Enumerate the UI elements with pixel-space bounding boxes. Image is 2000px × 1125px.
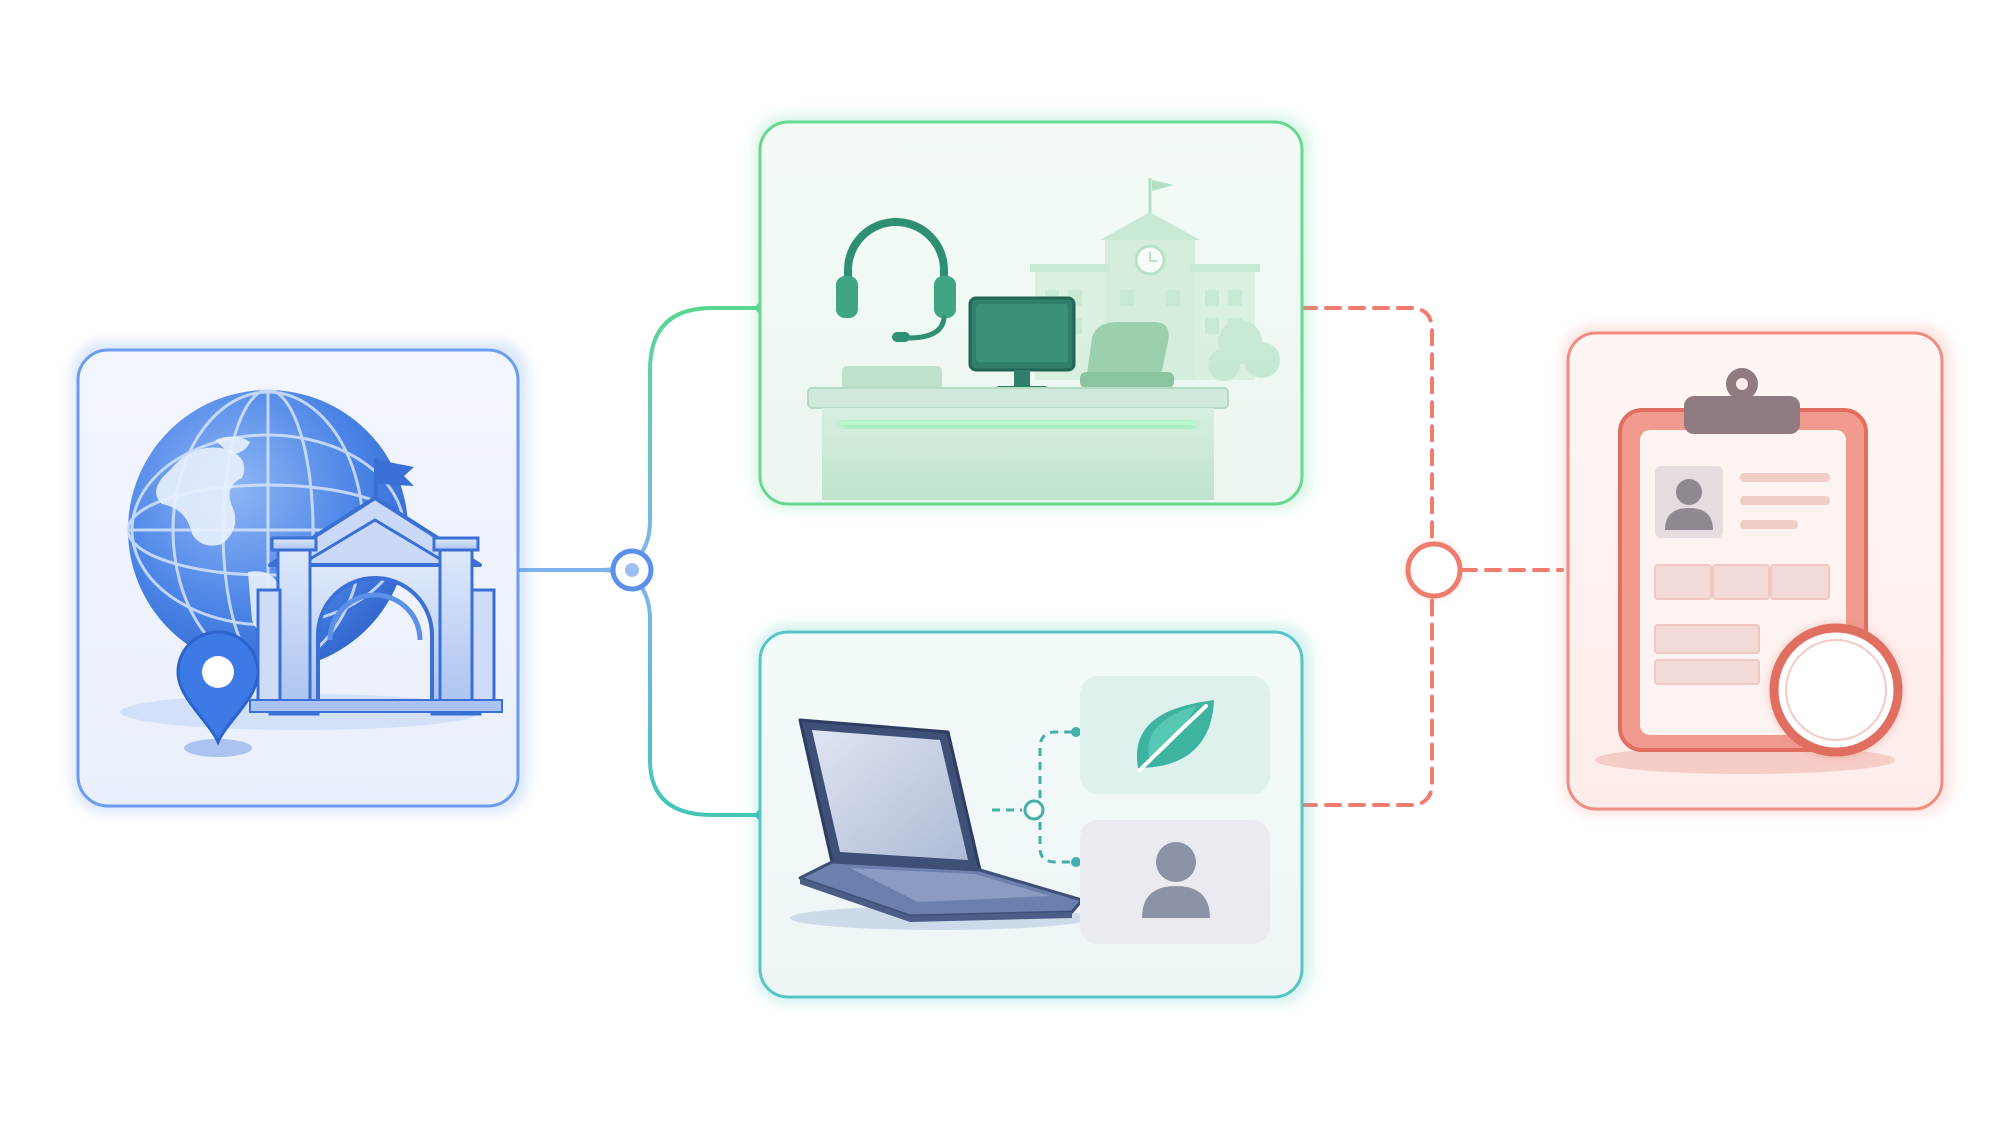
stamp-circle-icon [1768, 622, 1904, 758]
laptop-icon [790, 718, 1090, 930]
connector-desk-to-form [1300, 306, 1434, 542]
location-pin-icon [176, 630, 260, 757]
leaf-tile [1080, 676, 1270, 794]
desk-monitor-icon [968, 296, 1076, 392]
card-application-form[interactable] [1562, 325, 1952, 815]
keyboard-icon [842, 366, 942, 390]
campus-gate-icon [249, 496, 503, 716]
profile-tile [1080, 820, 1270, 944]
connector-campus-to-portal [598, 568, 764, 817]
connector-campus-to-desk [510, 306, 764, 572]
portal-branch-connector [992, 727, 1081, 867]
leaf-icon [1136, 700, 1214, 772]
office-chair-icon [1080, 322, 1174, 388]
junction-node [610, 548, 654, 592]
merge-node [1404, 540, 1464, 600]
profile-photo-icon [1655, 466, 1723, 538]
connector-portal-to-form [1300, 598, 1434, 807]
form-fields [1654, 564, 1830, 685]
headset-icon [836, 218, 956, 342]
form-text-lines [1740, 473, 1830, 529]
reception-desk-icon [807, 387, 1229, 500]
card-help-desk[interactable] [754, 114, 1312, 510]
card-online-portal[interactable] [754, 624, 1312, 1004]
user-profile-icon [1142, 842, 1210, 918]
card-campus-globe[interactable] [72, 341, 528, 813]
